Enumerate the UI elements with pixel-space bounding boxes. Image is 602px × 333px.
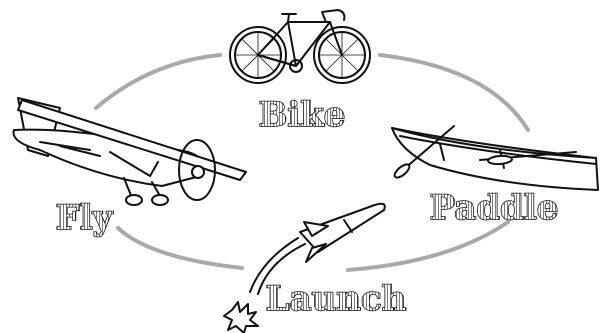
bicycle-icon bbox=[230, 10, 370, 83]
airplane-icon bbox=[14, 98, 246, 205]
node-label-bike: Bike bbox=[259, 95, 346, 135]
canoe-icon bbox=[392, 126, 598, 190]
arc-launch-to-fly bbox=[118, 228, 242, 268]
arc-paddle-to-launch bbox=[348, 222, 508, 270]
node-label-fly: Fly bbox=[56, 198, 114, 238]
node-label-launch: Launch bbox=[266, 279, 407, 319]
arc-bike-to-paddle bbox=[380, 55, 528, 130]
node-label-paddle: Paddle bbox=[430, 188, 559, 228]
arc-fly-to-bike bbox=[96, 55, 220, 108]
